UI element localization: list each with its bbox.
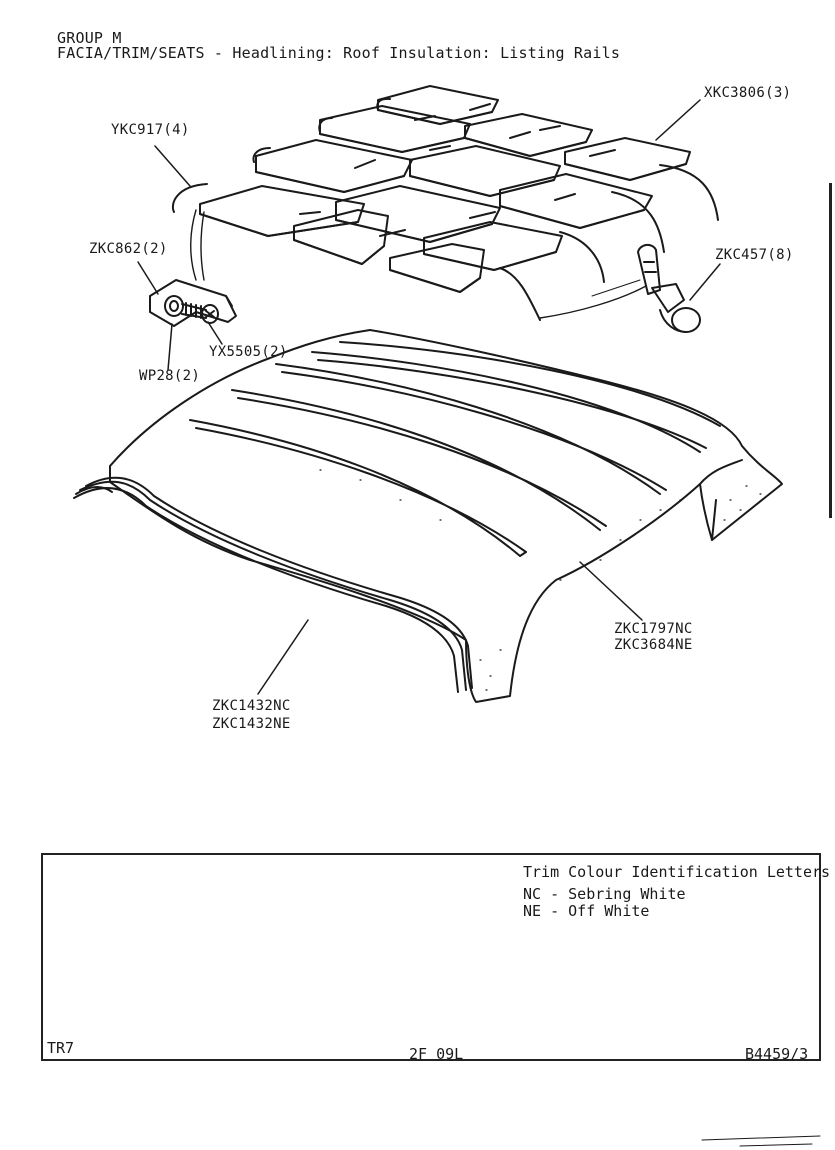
group-heading: GROUP M [57,29,122,47]
label-zkc862: ZKC862(2) [89,241,168,257]
trim-code-ne: NE - Off White [523,902,650,920]
leader-lines [137,99,721,695]
page-edge-mark [829,183,832,518]
label-zkc1432ne: ZKC1432NE [212,716,291,732]
roof-insulation-assembly [171,85,719,321]
model-code: TR7 [47,1039,75,1057]
trim-code-nc: NC - Sebring White [523,885,686,903]
label-zkc457: ZKC457(8) [715,247,794,263]
label-ykc917: YKC917(4) [111,122,190,138]
trim-colour-panel: Trim Colour Identification Letters NC - … [41,853,830,1063]
bracket-and-screw [149,209,237,327]
label-xkc3806: XKC3806(3) [704,85,792,101]
headlining-shell [73,329,783,703]
label-zkc1797nc: ZKC1797NC [614,621,693,637]
trim-panel-heading: Trim Colour Identification Letters [523,863,831,881]
label-zkc1432nc: ZKC1432NC [212,698,291,714]
page-title: FACIA/TRIM/SEATS - Headlining: Roof Insu… [57,44,621,62]
plate-reference: B4459/3 [745,1045,809,1063]
fiche-number: 2F 09L [409,1045,464,1063]
label-yx5505: YX5505(2) [209,344,288,360]
retaining-clip [539,244,701,333]
label-wp28: WP28(2) [139,368,201,384]
label-zkc3684ne: ZKC3684NE [614,637,693,653]
